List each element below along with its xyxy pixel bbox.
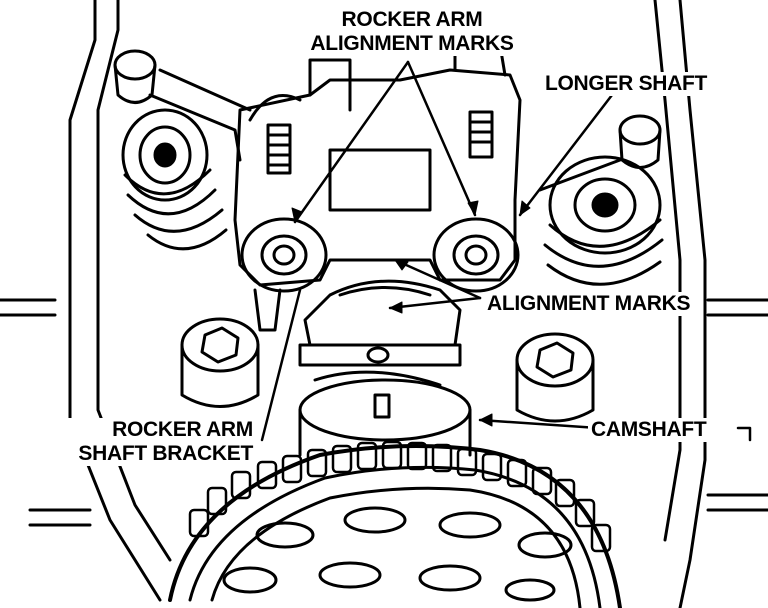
label-camshaft: CAMSHAFT	[588, 418, 710, 442]
timing-chain	[168, 444, 622, 608]
label-line-1: ROCKER ARM	[112, 418, 253, 441]
label-alignment-marks: ALIGNMENT MARKS	[484, 292, 694, 316]
camshaft-journal	[298, 279, 462, 387]
label-rocker-arm-shaft-bracket: ROCKER ARM SHAFT BRACKET	[30, 418, 256, 466]
right-valve-spring	[543, 155, 664, 286]
camshaft-sprocket-hub	[298, 378, 472, 457]
right-rocker-bolt	[538, 114, 662, 192]
bracket-studs	[266, 110, 494, 175]
left-valve-spring	[121, 108, 228, 251]
label-line-2: SHAFT BRACKET	[78, 442, 253, 465]
label-longer-shaft: LONGER SHAFT	[542, 72, 711, 96]
shaft-bosses	[240, 217, 520, 332]
leader-arrowheads	[291, 200, 531, 427]
label-line-2: ALIGNMENT MARKS	[310, 32, 514, 55]
sprocket-holes	[222, 506, 573, 602]
socket-head-bolts	[180, 317, 595, 423]
left-rocker-bolt	[113, 49, 252, 162]
leader-lines	[260, 60, 752, 442]
label-rocker-arm-alignment-marks: ROCKER ARM ALIGNMENT MARKS	[283, 8, 541, 56]
chain-links	[188, 440, 612, 553]
label-line-1: ROCKER ARM	[341, 8, 483, 31]
